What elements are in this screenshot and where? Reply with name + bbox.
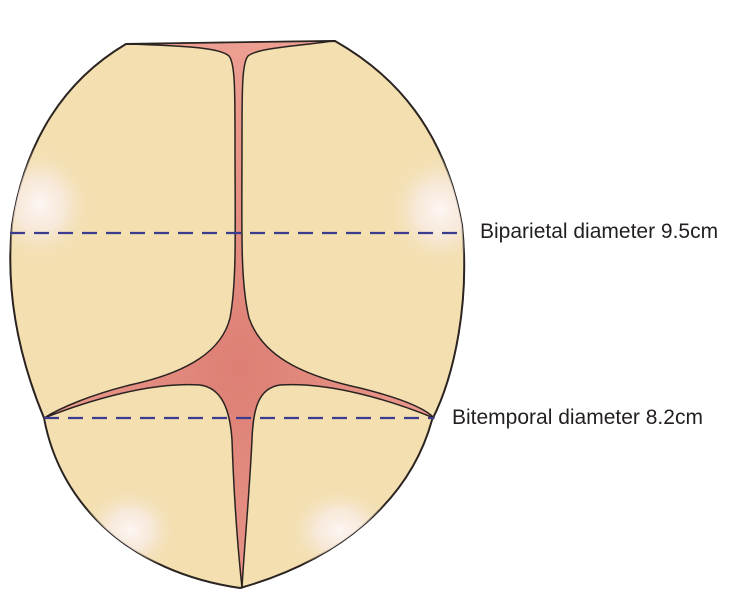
highlight-right-upper — [385, 150, 465, 270]
highlight-right-lower — [285, 485, 395, 575]
bitemporal-diameter-label: Bitemporal diameter 8.2cm — [452, 406, 703, 429]
highlight-left-lower — [80, 485, 180, 575]
biparietal-diameter-label: Biparietal diameter 9.5cm — [480, 220, 719, 243]
suture-shape — [43, 40, 435, 589]
